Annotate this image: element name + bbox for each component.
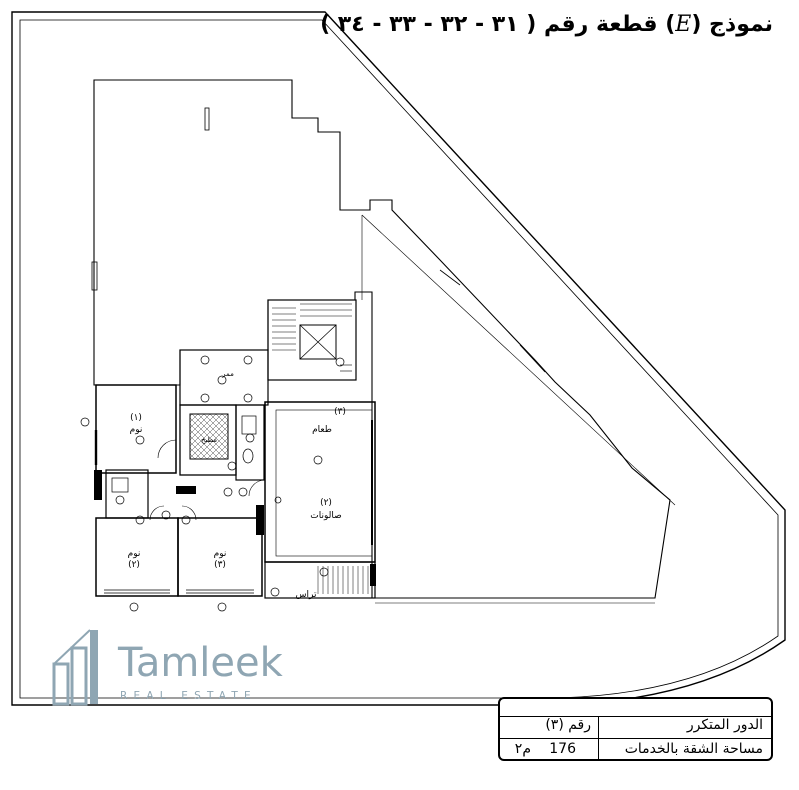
facade-notch (519, 344, 546, 373)
brand-name: Tamleek (118, 640, 283, 686)
bathroom-fixture (111, 477, 129, 493)
facade-notch (439, 269, 461, 286)
plan-title-model-letter: E (675, 12, 692, 37)
floor-label: الدور المتكرر (686, 717, 763, 733)
plan-title-prefix: نموذج ( (691, 12, 773, 37)
building-outline (93, 79, 671, 599)
facade-notch (91, 261, 98, 291)
living-number: (٢) (320, 498, 332, 508)
plan-title-suffix: ) قطعة رقم ( ٣١ - ٣٢ - ٣٣ - ٣٤ ) (320, 12, 676, 37)
electrical-symbols (80, 355, 345, 612)
bedroom-3-number: (٣) (214, 560, 226, 570)
table-column-divider (598, 717, 599, 759)
corridor-label: ممر (221, 370, 234, 378)
shaft-block (94, 470, 102, 500)
shaft-block (176, 486, 196, 494)
terrace-label: تراس (296, 590, 317, 600)
door-swings (149, 439, 266, 521)
stair-treads (272, 303, 352, 372)
kitchen-label: مطبخ (201, 436, 217, 444)
terrace-railing (317, 566, 369, 594)
elevator-shaft (299, 324, 337, 360)
logo-mark-icon (52, 629, 98, 706)
shaft-block (256, 505, 264, 535)
site-boundary (11, 11, 786, 706)
area-unit: م٢ (514, 741, 531, 757)
bathroom-wall (105, 469, 149, 519)
apartment-wall (95, 384, 177, 474)
living-label: صالونات (310, 511, 342, 521)
apartment-wall (177, 517, 263, 597)
windows (94, 420, 373, 594)
area-value: 176 (549, 741, 576, 757)
entry-number: (٣) (334, 407, 346, 417)
table-divider (500, 738, 771, 739)
bedroom-2-number: (٢) (128, 560, 140, 570)
brand-logo: Tamleek REAL ESTATE (52, 628, 312, 708)
apartment-number: رقم (٣) (545, 717, 591, 733)
building-offset-line (361, 214, 676, 506)
bedroom-2-label: نوم (128, 549, 141, 559)
bathroom-fixture (241, 415, 257, 435)
apartment-info-table: الدور المتكرر رقم (٣) مساحة الشقة بالخدم… (498, 697, 773, 761)
brand-tagline: REAL ESTATE (120, 690, 257, 702)
bedroom-1-number: (١) (130, 413, 142, 423)
bedroom-3-label: نوم (214, 549, 227, 559)
toilet-fixture (242, 448, 254, 464)
bedroom-1-label: نوم (130, 425, 143, 435)
elevator-cross (299, 324, 337, 360)
kitchen-floor (189, 413, 229, 460)
facade-notch (204, 107, 210, 131)
bathroom-wall (235, 404, 265, 481)
table-divider (500, 716, 771, 717)
terrace-post (370, 564, 376, 586)
plan-title: نموذج (E) قطعة رقم ( ٣١ - ٣٢ - ٣٣ - ٣٤ ) (320, 12, 773, 37)
terrace (264, 561, 376, 599)
dining-label: طعام (312, 425, 332, 435)
stair-core (267, 299, 357, 381)
area-label: مساحة الشقة بالخدمات (624, 741, 763, 757)
